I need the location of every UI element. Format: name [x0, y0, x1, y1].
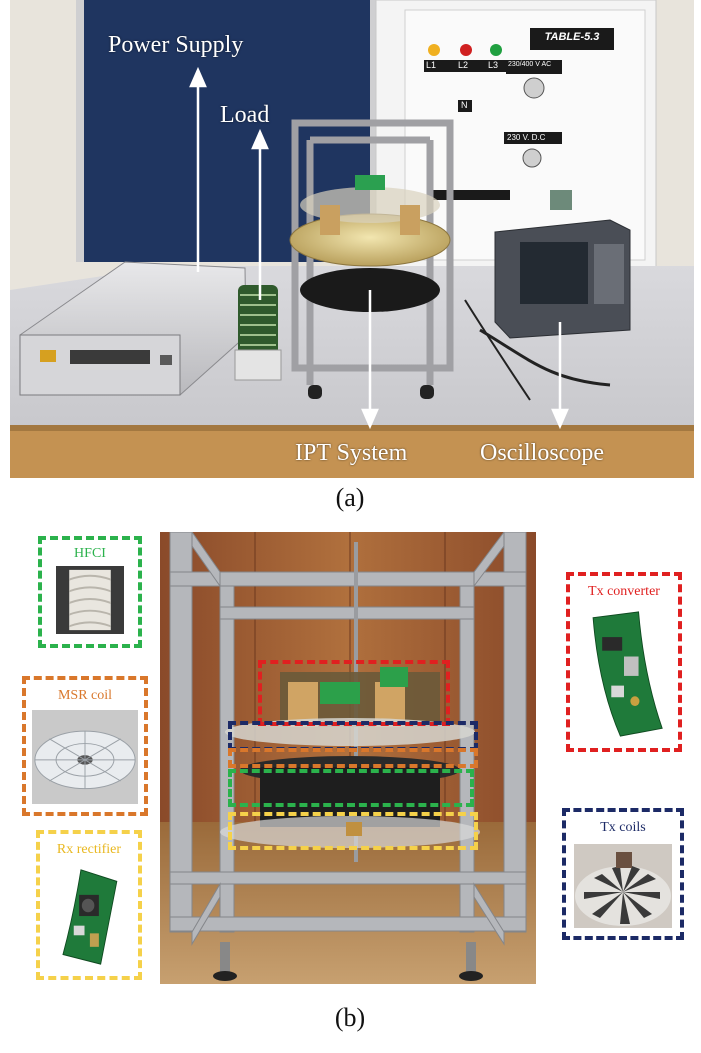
inset-rx-rectifier-title: Rx rectifier — [56, 842, 122, 857]
inset-tx-converter: Tx converter — [566, 572, 682, 752]
inset-tx-coils-title: Tx coils — [600, 820, 646, 835]
photo-a-scene — [10, 0, 694, 478]
hfci-image — [56, 566, 124, 634]
label-power-supply: Power Supply — [108, 32, 244, 58]
tx-converter-image — [584, 608, 664, 738]
inset-msr-coil: MSR coil — [22, 676, 148, 816]
highlight-tx-converter — [258, 660, 450, 726]
panel-text-n: N — [461, 100, 468, 110]
inset-tx-coils: Tx coils — [562, 808, 684, 940]
inset-tx-converter-title: Tx converter — [588, 584, 660, 599]
highlight-rx-rectifier — [228, 812, 478, 850]
inset-hfci: HFCI — [38, 536, 142, 648]
panel-text-l2: L2 — [458, 60, 469, 70]
caption-b: (b) — [334, 1003, 366, 1032]
highlight-tx-coils — [228, 721, 478, 751]
label-load: Load — [220, 102, 270, 128]
caption-a: (a) — [335, 483, 365, 512]
highlight-msr-coil — [228, 748, 478, 768]
inset-rx-rectifier: Rx rectifier — [36, 830, 142, 980]
label-oscilloscope: Oscilloscope — [480, 440, 604, 466]
panel-text-l1: L1 — [426, 60, 437, 70]
rx-rectifier-image — [54, 866, 124, 968]
highlight-hfci — [228, 769, 474, 807]
panel-text-dc: 230 V. D.C — [507, 133, 546, 142]
msr-coil-image — [32, 710, 138, 804]
inset-msr-coil-title: MSR coil — [57, 688, 113, 703]
panel-sign: TABLE-5.3 — [544, 31, 600, 43]
panel-text-l3: L3 — [488, 60, 499, 70]
photo-b — [160, 532, 536, 984]
inset-hfci-title: HFCI — [74, 546, 106, 561]
label-ipt-system: IPT System — [295, 440, 408, 466]
photo-a: Power Supply Load IPT System Oscilloscop… — [10, 0, 694, 478]
panel-text-ac: 230/400 V AC — [508, 61, 552, 68]
tx-coils-image — [574, 844, 672, 928]
